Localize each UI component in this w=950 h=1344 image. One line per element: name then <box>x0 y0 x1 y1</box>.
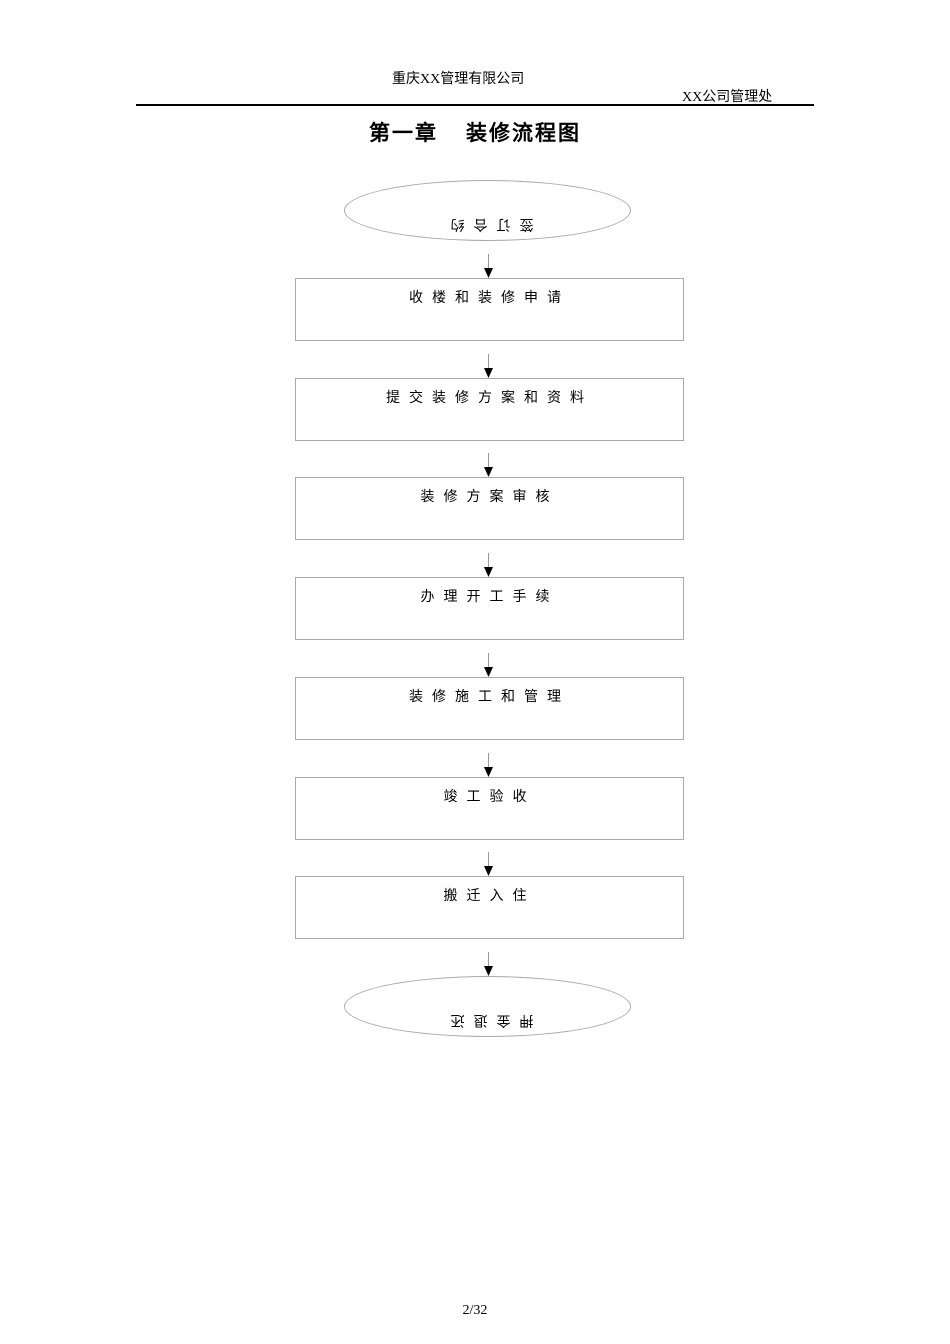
flow-step-box: 收楼和装修申请 <box>295 278 684 341</box>
flow-step-box: 竣工验收 <box>295 776 684 840</box>
chapter-name: 装修流程图 <box>466 121 581 145</box>
page-number: 2/32 <box>462 1303 488 1318</box>
flow-arrow <box>483 752 494 777</box>
flow-end-ellipse: 押金退还 <box>344 976 631 1037</box>
flow-end-label: 押金退还 <box>441 1012 534 1027</box>
header-department: XX公司管理处 <box>682 90 773 105</box>
flow-step-box: 提交装修方案和资料 <box>295 377 684 441</box>
header-divider <box>136 104 814 106</box>
flow-arrow <box>483 952 494 976</box>
flow-start-label: 签订合约 <box>441 216 534 231</box>
flow-step-box: 装修方案审核 <box>295 477 684 541</box>
flow-arrow <box>483 254 494 278</box>
flow-arrow <box>483 453 494 478</box>
flow-start-ellipse: 签订合约 <box>344 180 631 241</box>
flow-step-box: 装修施工和管理 <box>295 676 684 740</box>
flow-arrow <box>483 852 494 877</box>
header-company: 重庆XX管理有限公司 <box>392 72 525 87</box>
flow-arrow <box>483 353 494 378</box>
chapter-label: 第一章 <box>369 121 438 145</box>
page-title: 第一章 装修流程图 <box>0 117 950 147</box>
flow-step-box: 搬迁入住 <box>295 876 684 940</box>
flow-arrow <box>483 553 494 578</box>
flow-arrow <box>483 652 494 677</box>
flow-step-box: 办理开工手续 <box>295 577 684 641</box>
